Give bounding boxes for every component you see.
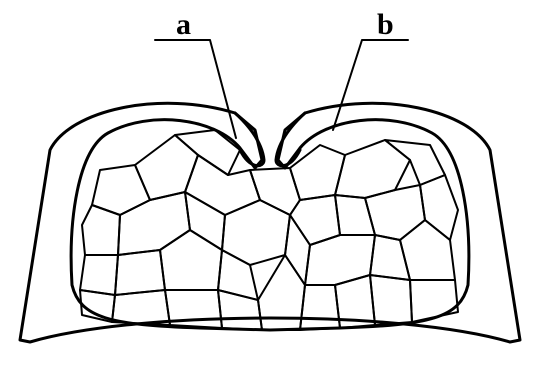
- right-lip: [276, 113, 305, 166]
- label-b: b: [377, 10, 394, 40]
- outer-casing: [20, 103, 520, 342]
- leader-line-b: [333, 40, 408, 130]
- label-a: a: [176, 10, 191, 40]
- grain-network: [80, 130, 458, 330]
- left-lip: [235, 113, 264, 166]
